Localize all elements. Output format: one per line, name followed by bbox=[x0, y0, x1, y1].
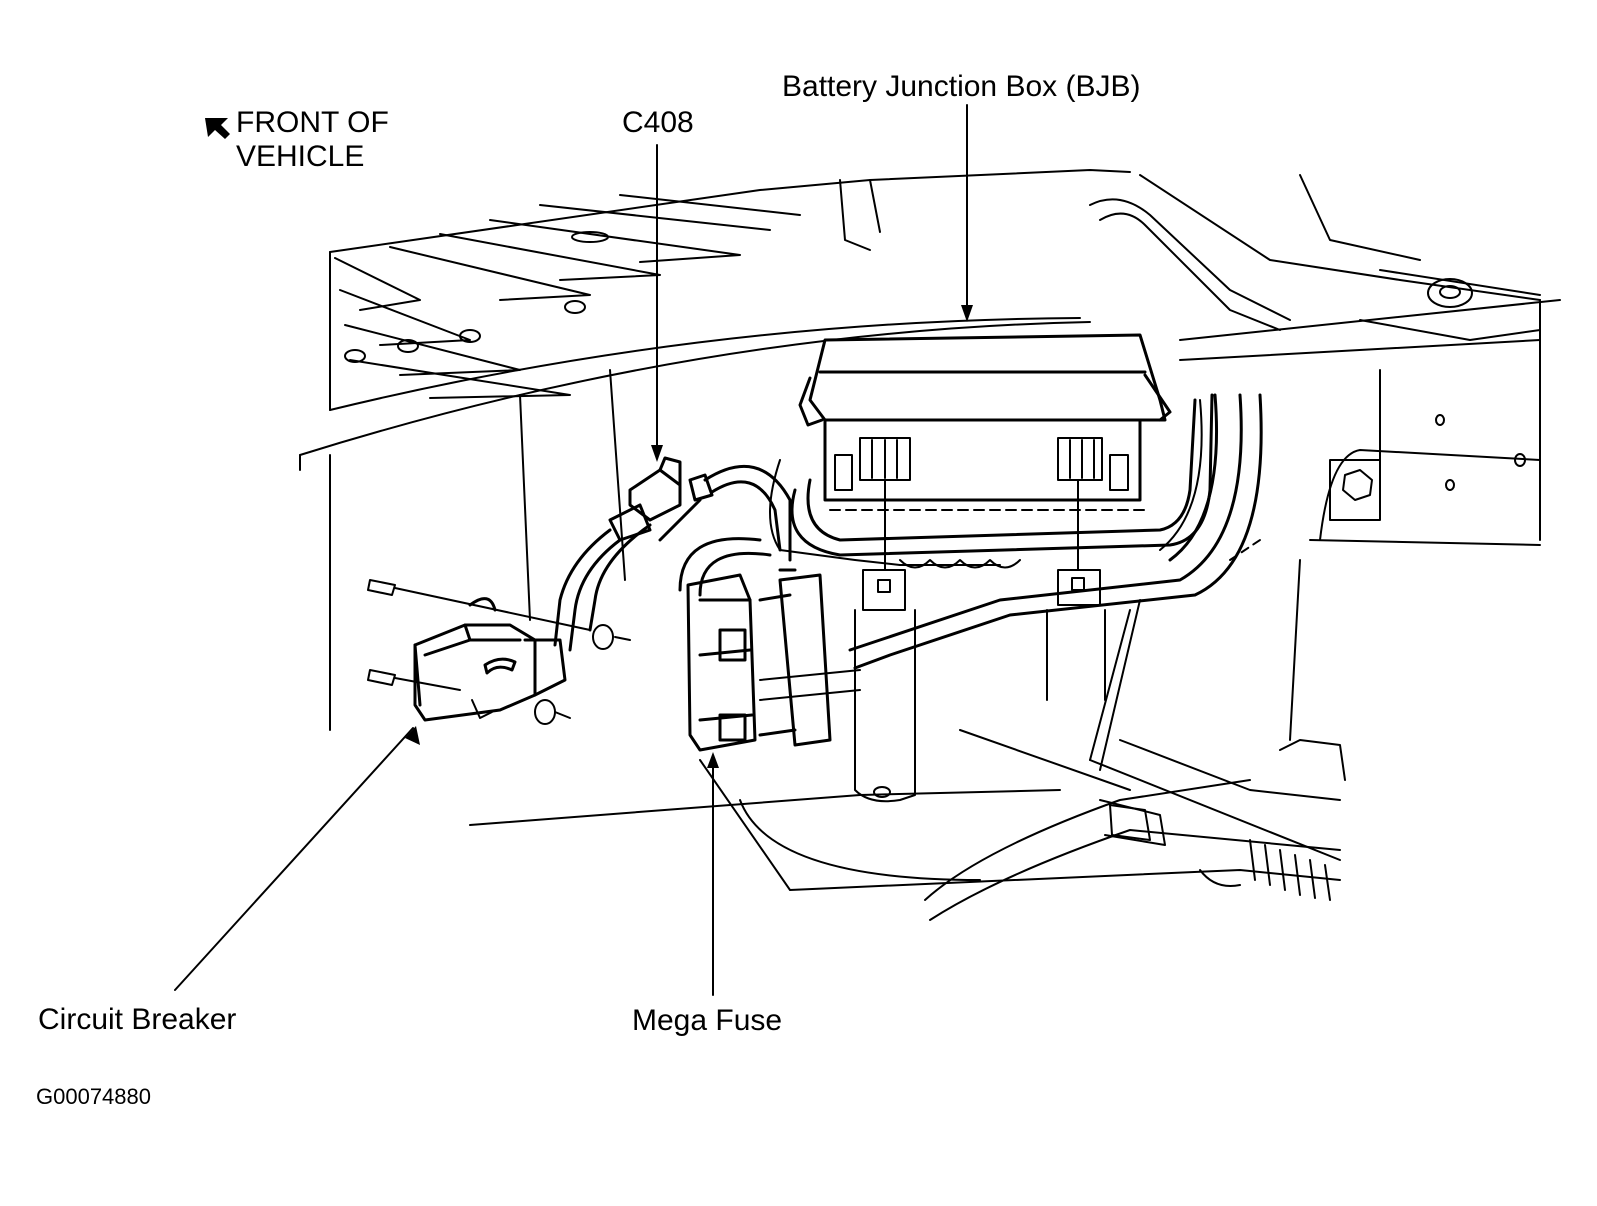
mega-fuse-cables bbox=[678, 537, 861, 701]
cable-harness bbox=[769, 393, 1263, 670]
breaker-arrowhead bbox=[405, 726, 420, 745]
breaker-fasteners bbox=[367, 579, 631, 725]
bjb-terminal-left bbox=[834, 437, 911, 491]
c408-arrowhead bbox=[651, 445, 663, 462]
orientation-line-2: VEHICLE bbox=[236, 140, 365, 173]
c408-connector bbox=[608, 456, 714, 542]
battery-junction-box-label: Battery Junction Box (BJB) bbox=[782, 70, 1141, 103]
mega-fuse-body bbox=[686, 568, 832, 752]
mega-fuse-arrowhead bbox=[707, 752, 719, 768]
circuit-breaker-body bbox=[413, 597, 567, 722]
battery-junction-box bbox=[798, 333, 1172, 502]
front-arrow-icon bbox=[205, 118, 230, 139]
c408-harness bbox=[553, 464, 792, 652]
mega-fuse-label: Mega Fuse bbox=[632, 1004, 783, 1037]
leader-arrowheads bbox=[405, 305, 973, 768]
circuit-breaker-label: Circuit Breaker bbox=[38, 1003, 237, 1036]
breaker-leader bbox=[174, 727, 414, 991]
bjb-mounting-brackets bbox=[854, 479, 1106, 803]
bjb-terminal-right bbox=[1057, 437, 1129, 491]
right-body-structure bbox=[1089, 174, 1561, 781]
orientation-line-1: FRONT OF bbox=[236, 106, 389, 139]
c408-label: C408 bbox=[622, 106, 694, 139]
figure-id: G00074880 bbox=[36, 1084, 151, 1109]
callout-leaders bbox=[174, 104, 968, 996]
upper-floor-panel bbox=[299, 169, 1131, 731]
bjb-arrowhead bbox=[961, 305, 973, 322]
